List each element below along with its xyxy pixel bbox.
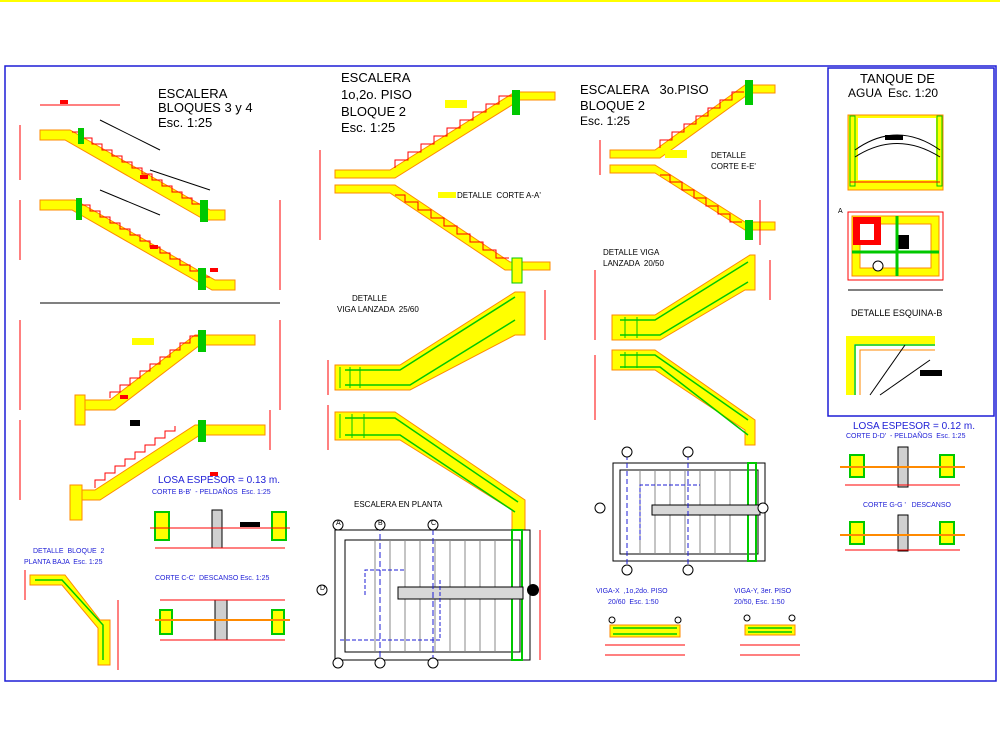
slab-a-title: LOSA ESPESOR = 0.13 m.	[158, 475, 281, 486]
slab-b-title: LOSA ESPESOR = 0.12 m.	[853, 421, 976, 432]
stairs-c-scale: Esc. 1:25	[580, 114, 631, 128]
axis-label: C	[431, 520, 437, 527]
beam-x-section	[605, 616, 685, 656]
axis-label: D	[320, 585, 326, 592]
stairs-a-title-2: BLOQUES 3 y 4	[158, 100, 253, 115]
tank-frame	[827, 67, 995, 417]
tank-corner-detail	[846, 336, 942, 396]
viga-lanzada-a-label-1: DETALLE	[352, 294, 387, 303]
viga-lanzada-b-label-2: LANZADA 20/50	[603, 259, 664, 268]
stairs-c-plan-view	[594, 446, 769, 576]
corte-gg-label: CORTE G-G ' DESCANSO	[863, 502, 951, 509]
stairs-c-title-1: ESCALERA 3o.PISO	[580, 82, 709, 97]
axis-label: B	[378, 520, 383, 527]
tank-title-1: TANQUE DE	[860, 71, 935, 86]
corte-aa-label: DETALLE CORTE A-A'	[457, 191, 541, 200]
section-dd	[840, 446, 965, 488]
stairs-c-title-2: BLOQUE 2	[580, 98, 646, 113]
bloque2-label-2: PLANTA BAJA Esc. 1:25	[24, 559, 103, 566]
section-bb	[150, 509, 290, 549]
bloque2-label-1: DETALLE BLOQUE 2	[33, 548, 105, 555]
stairs-b-scale: Esc. 1:25	[341, 120, 396, 135]
stairs-c-flight-2	[609, 164, 776, 245]
beam-y-label-2: 20/50, Esc. 1:50	[734, 599, 785, 606]
stairs-b-flight-2	[334, 184, 551, 284]
sheet-frame	[4, 65, 997, 682]
stairs-a-flight-4	[19, 410, 271, 521]
stairs-a-scale: Esc. 1:25	[158, 115, 213, 130]
tank-section	[847, 114, 944, 191]
stairs-a-flight-1	[19, 100, 226, 222]
stairs-a-title-1: ESCALERA	[158, 86, 228, 101]
section-cc	[155, 599, 290, 641]
stairs-a-flight-2	[19, 189, 281, 291]
beam-x-label-1: VIGA-X ,1o,2do. PISO	[596, 588, 668, 595]
tank-corner-mark: A	[838, 208, 843, 215]
tank-title-2: AGUA Esc. 1:20	[848, 86, 939, 100]
stairs-b-flight-3	[327, 290, 546, 395]
beam-y-label-1: VIGA-Y, 3er. PISO	[734, 588, 792, 595]
bloque2-detail	[24, 570, 119, 670]
planta-label: ESCALERA EN PLANTA	[354, 500, 443, 509]
section-gg	[840, 514, 965, 552]
stairs-b-title-1: ESCALERA	[341, 70, 411, 85]
tank-plan	[847, 211, 944, 291]
stairs-c-flight-3	[594, 254, 771, 341]
stairs-c-flight-1	[599, 80, 776, 175]
stairs-b-title-3: BLOQUE 2	[341, 104, 407, 119]
corte-ee-label-2: CORTE E-E'	[711, 162, 756, 171]
corte-ee-label-1: DETALLE	[711, 151, 746, 160]
stairs-b-flight-1	[319, 90, 556, 240]
beam-x-label-2: 20/60 Esc. 1:50	[608, 599, 659, 606]
plan-axis-bubbles	[316, 519, 539, 669]
viga-lanzada-a-label-2: VIGA LANZADA 25/60	[337, 305, 419, 314]
corte-dd-label: CORTE D-D' - PELDAÑOS Esc. 1:25	[846, 433, 966, 440]
tank-corner-detail-label: DETALLE ESQUINA-B	[851, 308, 943, 318]
stairs-a-flight-3	[19, 320, 281, 426]
stairs-plan-view	[334, 520, 541, 661]
stairs-c-flight-4	[594, 349, 756, 446]
corte-cc-label: CORTE C-C' DESCANSO Esc. 1:25	[155, 575, 270, 582]
axis-label: A	[336, 520, 341, 527]
corte-bb-label: CORTE B-B' - PELDAÑOS Esc. 1:25	[152, 489, 271, 496]
stairs-b-flight-4	[327, 405, 526, 531]
beam-y-section	[740, 614, 800, 656]
stairs-b-title-2: 1o,2o. PISO	[341, 87, 412, 102]
viga-lanzada-b-label-1: DETALLE VIGA	[603, 248, 660, 257]
